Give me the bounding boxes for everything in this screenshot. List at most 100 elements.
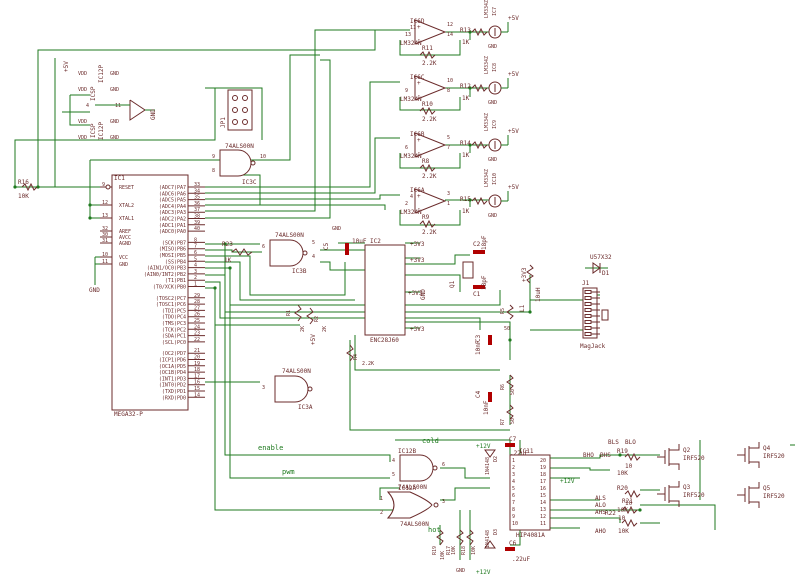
- opamp-plus: +: [417, 193, 421, 200]
- d1-part: U57X32: [590, 254, 612, 261]
- mcu-left-pin-label: AREF: [119, 229, 131, 235]
- opamp-rtop-ref: R13: [460, 27, 471, 34]
- isp-label-0: +5V: [63, 61, 70, 72]
- driver-pin-right: 16: [540, 486, 546, 492]
- mcu-left-pin-num: 12: [102, 200, 108, 206]
- opamp-pin-v: 11: [410, 25, 416, 31]
- xtal-c1-value: 18pF: [481, 275, 488, 290]
- opamp-rtop-value: 1K: [462, 152, 470, 159]
- mcu-right-pin-num: 29: [194, 293, 200, 299]
- opamp-ref: IC6A: [410, 187, 425, 194]
- opamp-pin-out: 7: [447, 145, 450, 151]
- ic3c-pin1: 9: [212, 154, 215, 160]
- gnd-bottom: GND: [456, 568, 465, 574]
- opamp-led-ref: IC8: [492, 63, 498, 72]
- driver-ahs: AHS: [595, 509, 606, 516]
- j1-name: MagJack: [580, 343, 606, 350]
- opamp-gnd: GND: [488, 157, 497, 163]
- isp-pin-2: 4: [86, 103, 89, 109]
- jumper-jp1: JP1: [220, 89, 253, 131]
- mj-c4-value: 10nF: [483, 400, 490, 415]
- mj-c4: C4: [475, 390, 482, 398]
- mosfet-ref: Q2: [683, 447, 691, 454]
- opamp-pin-minus: 2: [405, 201, 408, 207]
- mcu-right-pin-num: 16: [194, 380, 200, 386]
- opamp-pin-out: 1: [447, 201, 450, 207]
- mcu-right-pin-label: (TCK)PC2: [162, 327, 186, 333]
- mcu-right-pin-label: (ADC3)PA3: [159, 210, 186, 216]
- ic3c-ref: IC3C: [242, 179, 257, 186]
- enc-plus5: +5V: [310, 334, 317, 345]
- opamp-pin-minus: 6: [405, 145, 408, 151]
- mcu-right-pin-label: (TDO)PC4: [162, 315, 186, 321]
- enc-c5: C5: [323, 242, 330, 250]
- mj-r7-v: 50: [510, 418, 516, 424]
- driver-name: HIP4081A: [516, 532, 545, 539]
- ic12b-pin6: 6: [442, 462, 445, 468]
- r23-ref: R23: [222, 241, 233, 248]
- nand-ic3b: 74ALS00N IC3B 6 5 4: [262, 232, 315, 275]
- mcu-left-pin-label: AVCC: [119, 235, 131, 241]
- ic12a-pin2: 2: [380, 510, 383, 516]
- ic12a-part: 74ALS00N: [400, 521, 429, 528]
- mosfet-group: Q2IRF520R191010KQ3IRF520R201010KQ4IRF520…: [617, 442, 785, 514]
- driver-pin-right: 18: [540, 472, 546, 478]
- ic3a-part: 74ALS00N: [282, 368, 311, 375]
- driver-pin-left: 2: [512, 465, 515, 471]
- driver-pin-left: 3: [512, 472, 515, 478]
- mcu-right-pin-label: (SS)PB4: [165, 259, 186, 265]
- mcu-right-pin-num: 37: [194, 207, 200, 213]
- opamp-pin-minus: 9: [405, 88, 408, 94]
- enc-rail-1: +3V3: [410, 257, 425, 264]
- driver-bhs: BHS: [600, 452, 611, 459]
- ic3c-pin2: 8: [212, 168, 215, 174]
- opamp-pin-plus: 10: [447, 78, 453, 84]
- opamp-led-part: LM334Z: [484, 56, 490, 74]
- ic3b-part: 74ALS00N: [275, 232, 304, 239]
- opamp-part: LM324N: [400, 96, 422, 103]
- mosfet-ref: Q4: [763, 445, 771, 452]
- c7-value: .22uF: [510, 450, 528, 457]
- opamp-rfb-ref: R10: [422, 101, 433, 108]
- l1-plus: +3V3: [521, 267, 528, 282]
- mcu-right-pin-label: (ADC2)PA2: [159, 217, 186, 223]
- r16-value: 10K: [18, 193, 29, 200]
- driver-alo: ALO: [595, 502, 606, 509]
- mcu-right-pin-label: (ICP1)PD6: [159, 358, 186, 364]
- mcu-right-pin-num: 20: [194, 355, 200, 361]
- mcu-left-pin-label: RESET: [119, 185, 134, 191]
- magjack-j1: J1 MagJack L1 10uH +3V3 R5 50 R6 50 R7 5…: [475, 264, 609, 425]
- opamp-vcc: +5V: [508, 184, 519, 191]
- opamp-gnd: GND: [488, 213, 497, 219]
- opamp-rtop-value: 1K: [462, 208, 470, 215]
- opamp-rtop-ref: R14: [460, 140, 471, 147]
- mcu-right-pin-label: (TMS)PC3: [162, 321, 186, 327]
- opamp-rfb-ref: R11: [422, 45, 433, 52]
- mcu-right-pin-num: 24: [194, 324, 200, 330]
- driver-pin-left: 1: [512, 458, 515, 464]
- nand-ic3c: 74ALS00N IC3C 9 8 10: [212, 143, 266, 186]
- r21-ref: R21: [622, 498, 633, 505]
- ic3a-ref: IC3A: [298, 404, 313, 411]
- r18-value: 10K: [471, 546, 477, 555]
- mcu-right-pin-label: (TOSC1)PC6: [156, 302, 186, 308]
- mj-r6-v: 50: [510, 389, 516, 395]
- mcu-right-pin-num: 28: [194, 299, 200, 305]
- r18-ref: R18: [461, 546, 467, 555]
- nand-ic3a: 74ALS00N IC3A 3: [262, 368, 313, 411]
- driver-pin-right: 12: [540, 514, 546, 520]
- opamp-pin-v: 4: [410, 194, 413, 200]
- mosfet-ref: Q3: [683, 484, 691, 491]
- opamp-pin-out: 14: [447, 32, 453, 38]
- driver-pin-right: 11: [540, 521, 546, 527]
- opamp-led-ref: IC9: [492, 120, 498, 129]
- opamp-minus: -: [417, 149, 421, 156]
- mcu-right-pin-label: (ADC1)PA1: [159, 223, 186, 229]
- driver-aho: AHO: [595, 528, 606, 535]
- mosfet-gate-r2: 10K: [617, 470, 628, 477]
